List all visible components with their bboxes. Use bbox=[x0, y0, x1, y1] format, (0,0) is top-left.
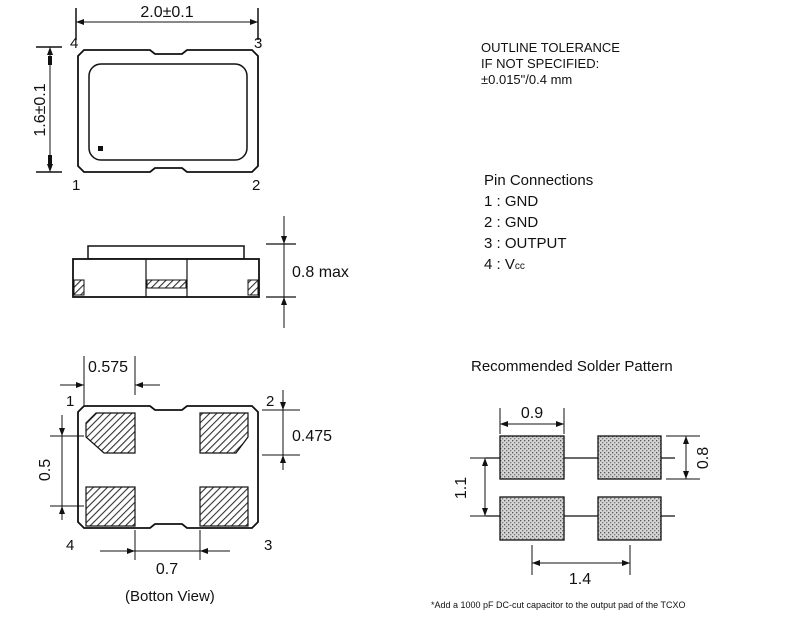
solder-pattern bbox=[470, 408, 700, 575]
solder-pad-top-left bbox=[499, 435, 565, 480]
side-pad-center bbox=[146, 279, 187, 289]
pin-connection-3: 3 : OUTPUT bbox=[484, 235, 567, 252]
side-body bbox=[72, 258, 260, 298]
top-height-label: 1.6±0.1 bbox=[32, 83, 49, 136]
bottom-dim-07-label: 0.7 bbox=[156, 561, 178, 578]
bottom-dim-0475-label: 0.475 bbox=[292, 428, 332, 445]
solder-dim-08-label: 0.8 bbox=[695, 447, 712, 469]
bottom-view bbox=[50, 356, 300, 560]
outline-tolerance-line-1: OUTLINE TOLERANCE bbox=[481, 40, 620, 55]
top-pin-1-label: 1 bbox=[72, 177, 80, 194]
solder-pad-bottom-right bbox=[597, 496, 662, 541]
pin-connections-block: Pin Connections 1 : GND 2 : GND 3 : OUTP… bbox=[484, 170, 593, 277]
capacitor-footnote: *Add a 1000 pF DC-cut capacitor to the o… bbox=[431, 600, 686, 610]
side-lid bbox=[87, 245, 245, 260]
side-pad-right bbox=[247, 279, 259, 296]
pin-connection-2: 2 : GND bbox=[484, 214, 539, 231]
bottom-view-caption: (Botton View) bbox=[125, 588, 215, 605]
side-height-label: 0.8 max bbox=[292, 264, 349, 281]
bottom-pad-2 bbox=[199, 412, 249, 454]
pin-connection-4-text: 4 : V bbox=[484, 256, 515, 273]
top-pin-3-label: 3 bbox=[254, 35, 262, 52]
bottom-pin-4-label: 4 bbox=[66, 537, 74, 554]
side-pad-left bbox=[73, 279, 85, 296]
top-pin-2-label: 2 bbox=[252, 177, 260, 194]
bottom-dim-05-label: 0.5 bbox=[37, 459, 54, 481]
solder-dim-09-label: 0.9 bbox=[521, 405, 543, 422]
solder-pad-top-right bbox=[597, 435, 662, 480]
pin-connections-title: Pin Connections bbox=[484, 172, 594, 189]
solder-dim-14-label: 1.4 bbox=[569, 571, 591, 588]
bottom-package-outline bbox=[77, 405, 259, 529]
outline-tolerance-note: OUTLINE TOLERANCE IF NOT SPECIFIED: ±0.0… bbox=[481, 40, 620, 88]
top-view bbox=[36, 8, 259, 173]
side-view bbox=[72, 216, 296, 328]
outline-tolerance-line-2: IF NOT SPECIFIED: bbox=[481, 56, 600, 71]
solder-pattern-title: Recommended Solder Pattern bbox=[471, 358, 673, 375]
bottom-pin-1-label: 1 bbox=[66, 393, 74, 410]
top-lid-outline bbox=[88, 63, 248, 161]
pin-connection-4-subscript: cc bbox=[514, 261, 525, 272]
bottom-pad-1 bbox=[85, 412, 136, 454]
solder-pad-bottom-left bbox=[499, 496, 565, 541]
top-pin-4-label: 4 bbox=[70, 35, 78, 52]
bottom-pad-3 bbox=[199, 486, 249, 527]
bottom-pin-2-label: 2 bbox=[266, 393, 274, 410]
outline-tolerance-line-3: ±0.015"/0.4 mm bbox=[481, 72, 573, 87]
bottom-pin-3-label: 3 bbox=[264, 537, 272, 554]
top-package-outline bbox=[77, 49, 259, 173]
solder-dim-11-label: 1.1 bbox=[453, 477, 470, 499]
bottom-pad-4 bbox=[85, 486, 136, 527]
top-width-label: 2.0±0.1 bbox=[140, 4, 193, 21]
bottom-dim-0575-label: 0.575 bbox=[88, 359, 128, 376]
pin-connection-1: 1 : GND bbox=[484, 193, 539, 210]
pin-connection-4: 4 : Vcc bbox=[484, 254, 593, 277]
pin1-dot-marker bbox=[98, 146, 103, 151]
